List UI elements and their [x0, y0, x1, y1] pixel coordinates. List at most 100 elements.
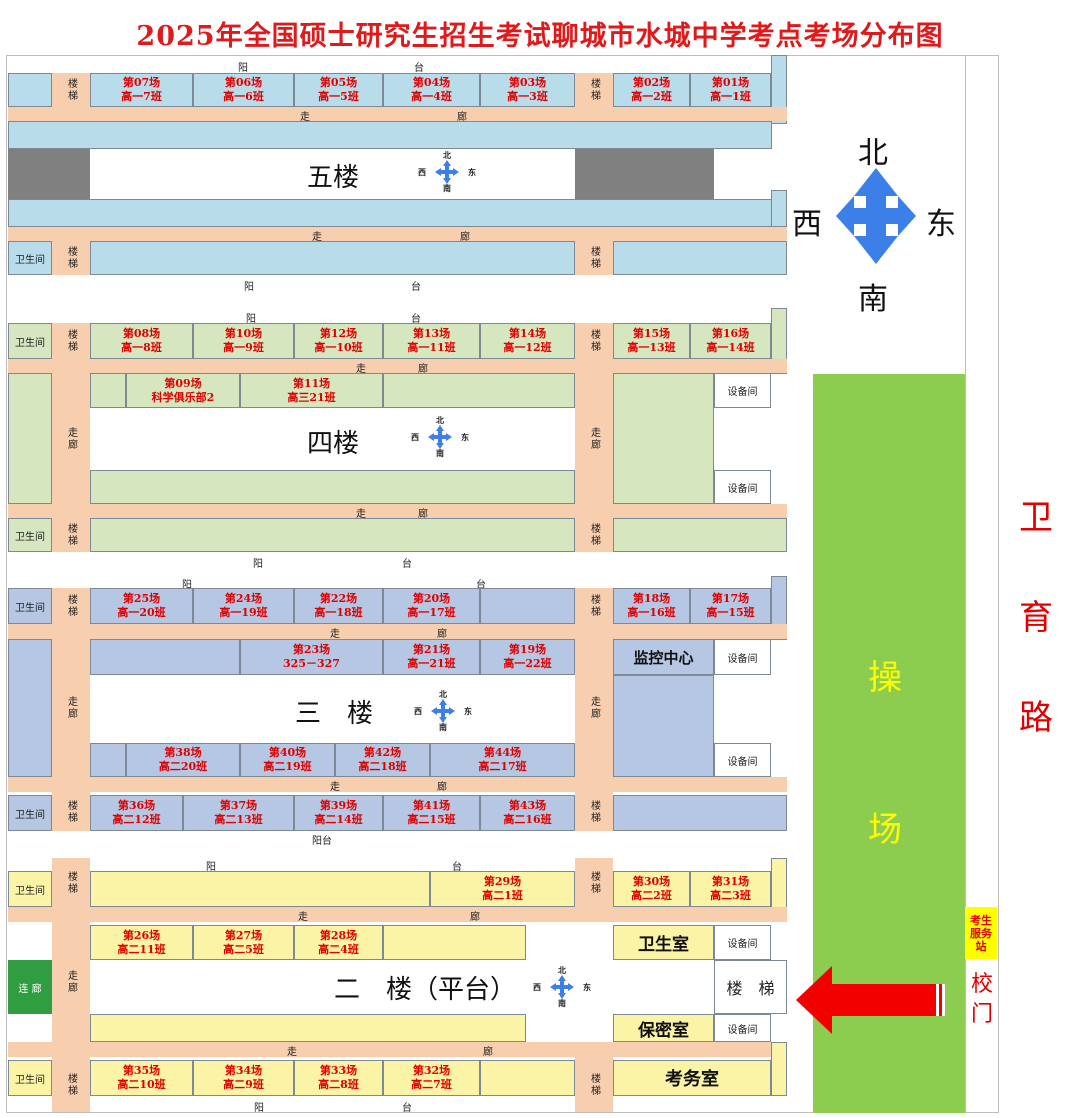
exam-room-35[interactable]: 第35场高二10班	[90, 1060, 193, 1096]
exam-room-03[interactable]: 第03场高一3班	[480, 73, 575, 107]
restroom[interactable]: 卫生间	[8, 241, 52, 275]
exam-room-05[interactable]: 第05场高一5班	[294, 73, 383, 107]
exam-room-39[interactable]: 第39场高二14班	[294, 795, 383, 831]
exam-room-22[interactable]: 第22场高一18班	[294, 588, 383, 624]
exam-room-21[interactable]: 第21场高一21班	[383, 639, 480, 675]
stairs[interactable]: 楼梯	[575, 588, 613, 624]
service-station[interactable]: 考生服务站	[965, 907, 997, 959]
exam-room-14[interactable]: 第14场高一12班	[480, 323, 575, 359]
exam-room-43[interactable]: 第43场高二16班	[480, 795, 575, 831]
exam-room-18[interactable]: 第18场高一16班	[613, 588, 690, 624]
exam-room-37[interactable]: 第37场高二13班	[183, 795, 294, 831]
compass-north: 北	[443, 150, 451, 160]
exam-room-27[interactable]: 第27场高二5班	[193, 925, 294, 960]
restroom[interactable]: 卫生间	[8, 1060, 52, 1096]
exam-room-11[interactable]: 第11场高三21班	[240, 373, 383, 408]
exam-room-42[interactable]: 第42场高二18班	[335, 743, 430, 777]
restroom[interactable]: 卫生间	[8, 871, 52, 907]
stairs[interactable]: 楼梯	[575, 73, 613, 107]
exam-room-38[interactable]: 第38场高二20班	[126, 743, 240, 777]
monitoring-center[interactable]: 监控中心	[613, 639, 714, 675]
stairs[interactable]: 楼梯	[52, 323, 90, 359]
exam-room-06[interactable]: 第06场高一6班	[193, 73, 294, 107]
exam-room-30[interactable]: 第30场高二2班	[613, 871, 690, 907]
exam-room-20[interactable]: 第20场高一17班	[383, 588, 480, 624]
exam-room-25[interactable]: 第25场高一20班	[90, 588, 193, 624]
stairs[interactable]: 楼梯	[575, 323, 613, 359]
restroom[interactable]: 卫生间	[8, 518, 52, 552]
stairs[interactable]: 楼梯	[575, 518, 613, 552]
stairs[interactable]: 楼梯	[52, 1057, 90, 1112]
exam-room-10[interactable]: 第10场高一9班	[193, 323, 294, 359]
exam-room-04[interactable]: 第04场高一4班	[383, 73, 480, 107]
exam-room-12[interactable]: 第12场高一10班	[294, 323, 383, 359]
stairs[interactable]: 楼梯	[575, 792, 613, 831]
equipment-room[interactable]: 设备间	[714, 470, 771, 504]
stairs[interactable]: 楼梯	[575, 1057, 613, 1112]
room-row	[90, 373, 126, 408]
equipment-room[interactable]: 设备间	[714, 1014, 771, 1042]
connector-corridor[interactable]: 连 廊	[8, 960, 52, 1014]
exam-room-36[interactable]: 第36场高二12班	[90, 795, 183, 831]
shaft	[575, 149, 714, 199]
page-title: 2025年全国硕士研究生招生考试聊城市水城中学考点考场分布图	[136, 21, 944, 52]
stairs[interactable]: 楼梯	[52, 858, 90, 907]
room-edge	[771, 55, 787, 124]
playground-label: 操	[868, 658, 902, 698]
clinic-room[interactable]: 卫生室	[613, 925, 714, 960]
room-row	[613, 518, 787, 552]
balcony-label: 台	[402, 559, 412, 570]
corridor-label: 廊	[483, 1047, 493, 1058]
exam-room-31[interactable]: 第31场高二3班	[690, 871, 771, 907]
stairs[interactable]: 楼梯	[52, 792, 90, 831]
equipment-room[interactable]: 设备间	[714, 373, 771, 408]
exam-room-33[interactable]: 第33场高二8班	[294, 1060, 383, 1096]
gate-arrow-icon	[796, 966, 945, 1034]
exam-room-29[interactable]: 第29场高二1班	[430, 871, 575, 907]
equipment-room[interactable]: 设备间	[714, 743, 771, 777]
stairs[interactable]: 楼梯	[575, 858, 613, 907]
exam-room-34[interactable]: 第34场高二9班	[193, 1060, 294, 1096]
exam-room-01[interactable]: 第01场高一1班	[690, 73, 771, 107]
secure-room[interactable]: 保密室	[613, 1014, 714, 1042]
exam-room-19[interactable]: 第19场高一22班	[480, 639, 575, 675]
exam-office[interactable]: 考务室	[613, 1060, 771, 1096]
restroom[interactable]: 卫生间	[8, 588, 52, 624]
exam-room-17[interactable]: 第17场高一15班	[690, 588, 771, 624]
exam-room-15[interactable]: 第15场高一13班	[613, 323, 690, 359]
restroom[interactable]: 卫生间	[8, 795, 52, 831]
corridor-vertical: 走廊	[52, 373, 90, 504]
stairs-wide[interactable]: 楼 梯	[714, 960, 787, 1014]
stairs[interactable]: 楼梯	[52, 518, 90, 552]
exam-room-26[interactable]: 第26场高二11班	[90, 925, 193, 960]
room-row	[480, 1060, 575, 1096]
exam-room-41[interactable]: 第41场高二15班	[383, 795, 480, 831]
equipment-room[interactable]: 设备间	[714, 925, 771, 960]
exam-room-09[interactable]: 第09场科学俱乐部2	[126, 373, 240, 408]
compass-south: 南	[858, 282, 888, 317]
exam-room-24[interactable]: 第24场高一19班	[193, 588, 294, 624]
exam-room-08[interactable]: 第08场高一8班	[90, 323, 193, 359]
floor-hall	[90, 408, 575, 470]
compass-east: 东	[583, 982, 591, 992]
exam-room-44[interactable]: 第44场高二17班	[430, 743, 575, 777]
exam-room-07[interactable]: 第07场高一7班	[90, 73, 193, 107]
corridor-vertical: 走廊	[52, 922, 90, 1042]
exam-room-16[interactable]: 第16场高一14班	[690, 323, 771, 359]
equipment-room[interactable]: 设备间	[714, 639, 771, 675]
stairs[interactable]: 楼梯	[575, 241, 613, 275]
exam-room-02[interactable]: 第02场高一2班	[613, 73, 690, 107]
balcony-label: 台	[414, 63, 424, 74]
corridor-label: 走	[287, 1047, 297, 1058]
restroom[interactable]: 卫生间	[8, 323, 52, 359]
exam-room-28[interactable]: 第28场高二4班	[294, 925, 383, 960]
balcony-label: 阳台	[312, 836, 332, 847]
stairs[interactable]: 楼梯	[52, 241, 90, 275]
stairs[interactable]: 楼梯	[52, 588, 90, 624]
school-gate[interactable]: 校门	[970, 972, 993, 1027]
exam-room-40[interactable]: 第40场高二19班	[240, 743, 335, 777]
stairs[interactable]: 楼梯	[52, 73, 90, 107]
exam-room-32[interactable]: 第32场高二7班	[383, 1060, 480, 1096]
exam-room-13[interactable]: 第13场高一11班	[383, 323, 480, 359]
